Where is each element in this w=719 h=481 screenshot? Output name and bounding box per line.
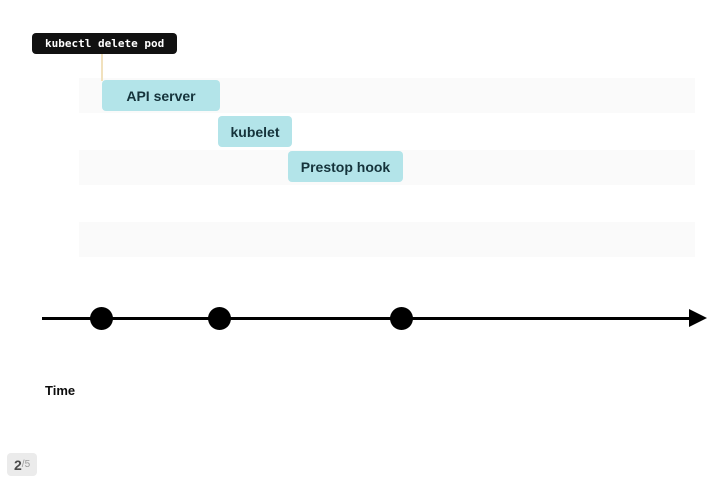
tooltip-connector-line: [101, 54, 103, 81]
timeline-dot: [90, 307, 113, 330]
arrow-right-icon: [689, 309, 707, 327]
timeline-dot: [208, 307, 231, 330]
time-axis-label: Time: [45, 383, 76, 398]
lane-band-5: [79, 222, 695, 257]
command-tooltip: kubectl delete pod: [32, 33, 178, 54]
gantt-bar-api-server: API server: [102, 80, 220, 111]
gantt-bar-prestop-hook: Prestop hook: [288, 151, 403, 182]
timeline-dot: [390, 307, 413, 330]
gantt-bar-kubelet: kubelet: [218, 116, 292, 147]
page-total: /5: [21, 459, 31, 470]
timeline-axis-line: [42, 317, 692, 320]
page-current: 2: [14, 456, 22, 473]
page-indicator: 2/5: [7, 453, 38, 476]
